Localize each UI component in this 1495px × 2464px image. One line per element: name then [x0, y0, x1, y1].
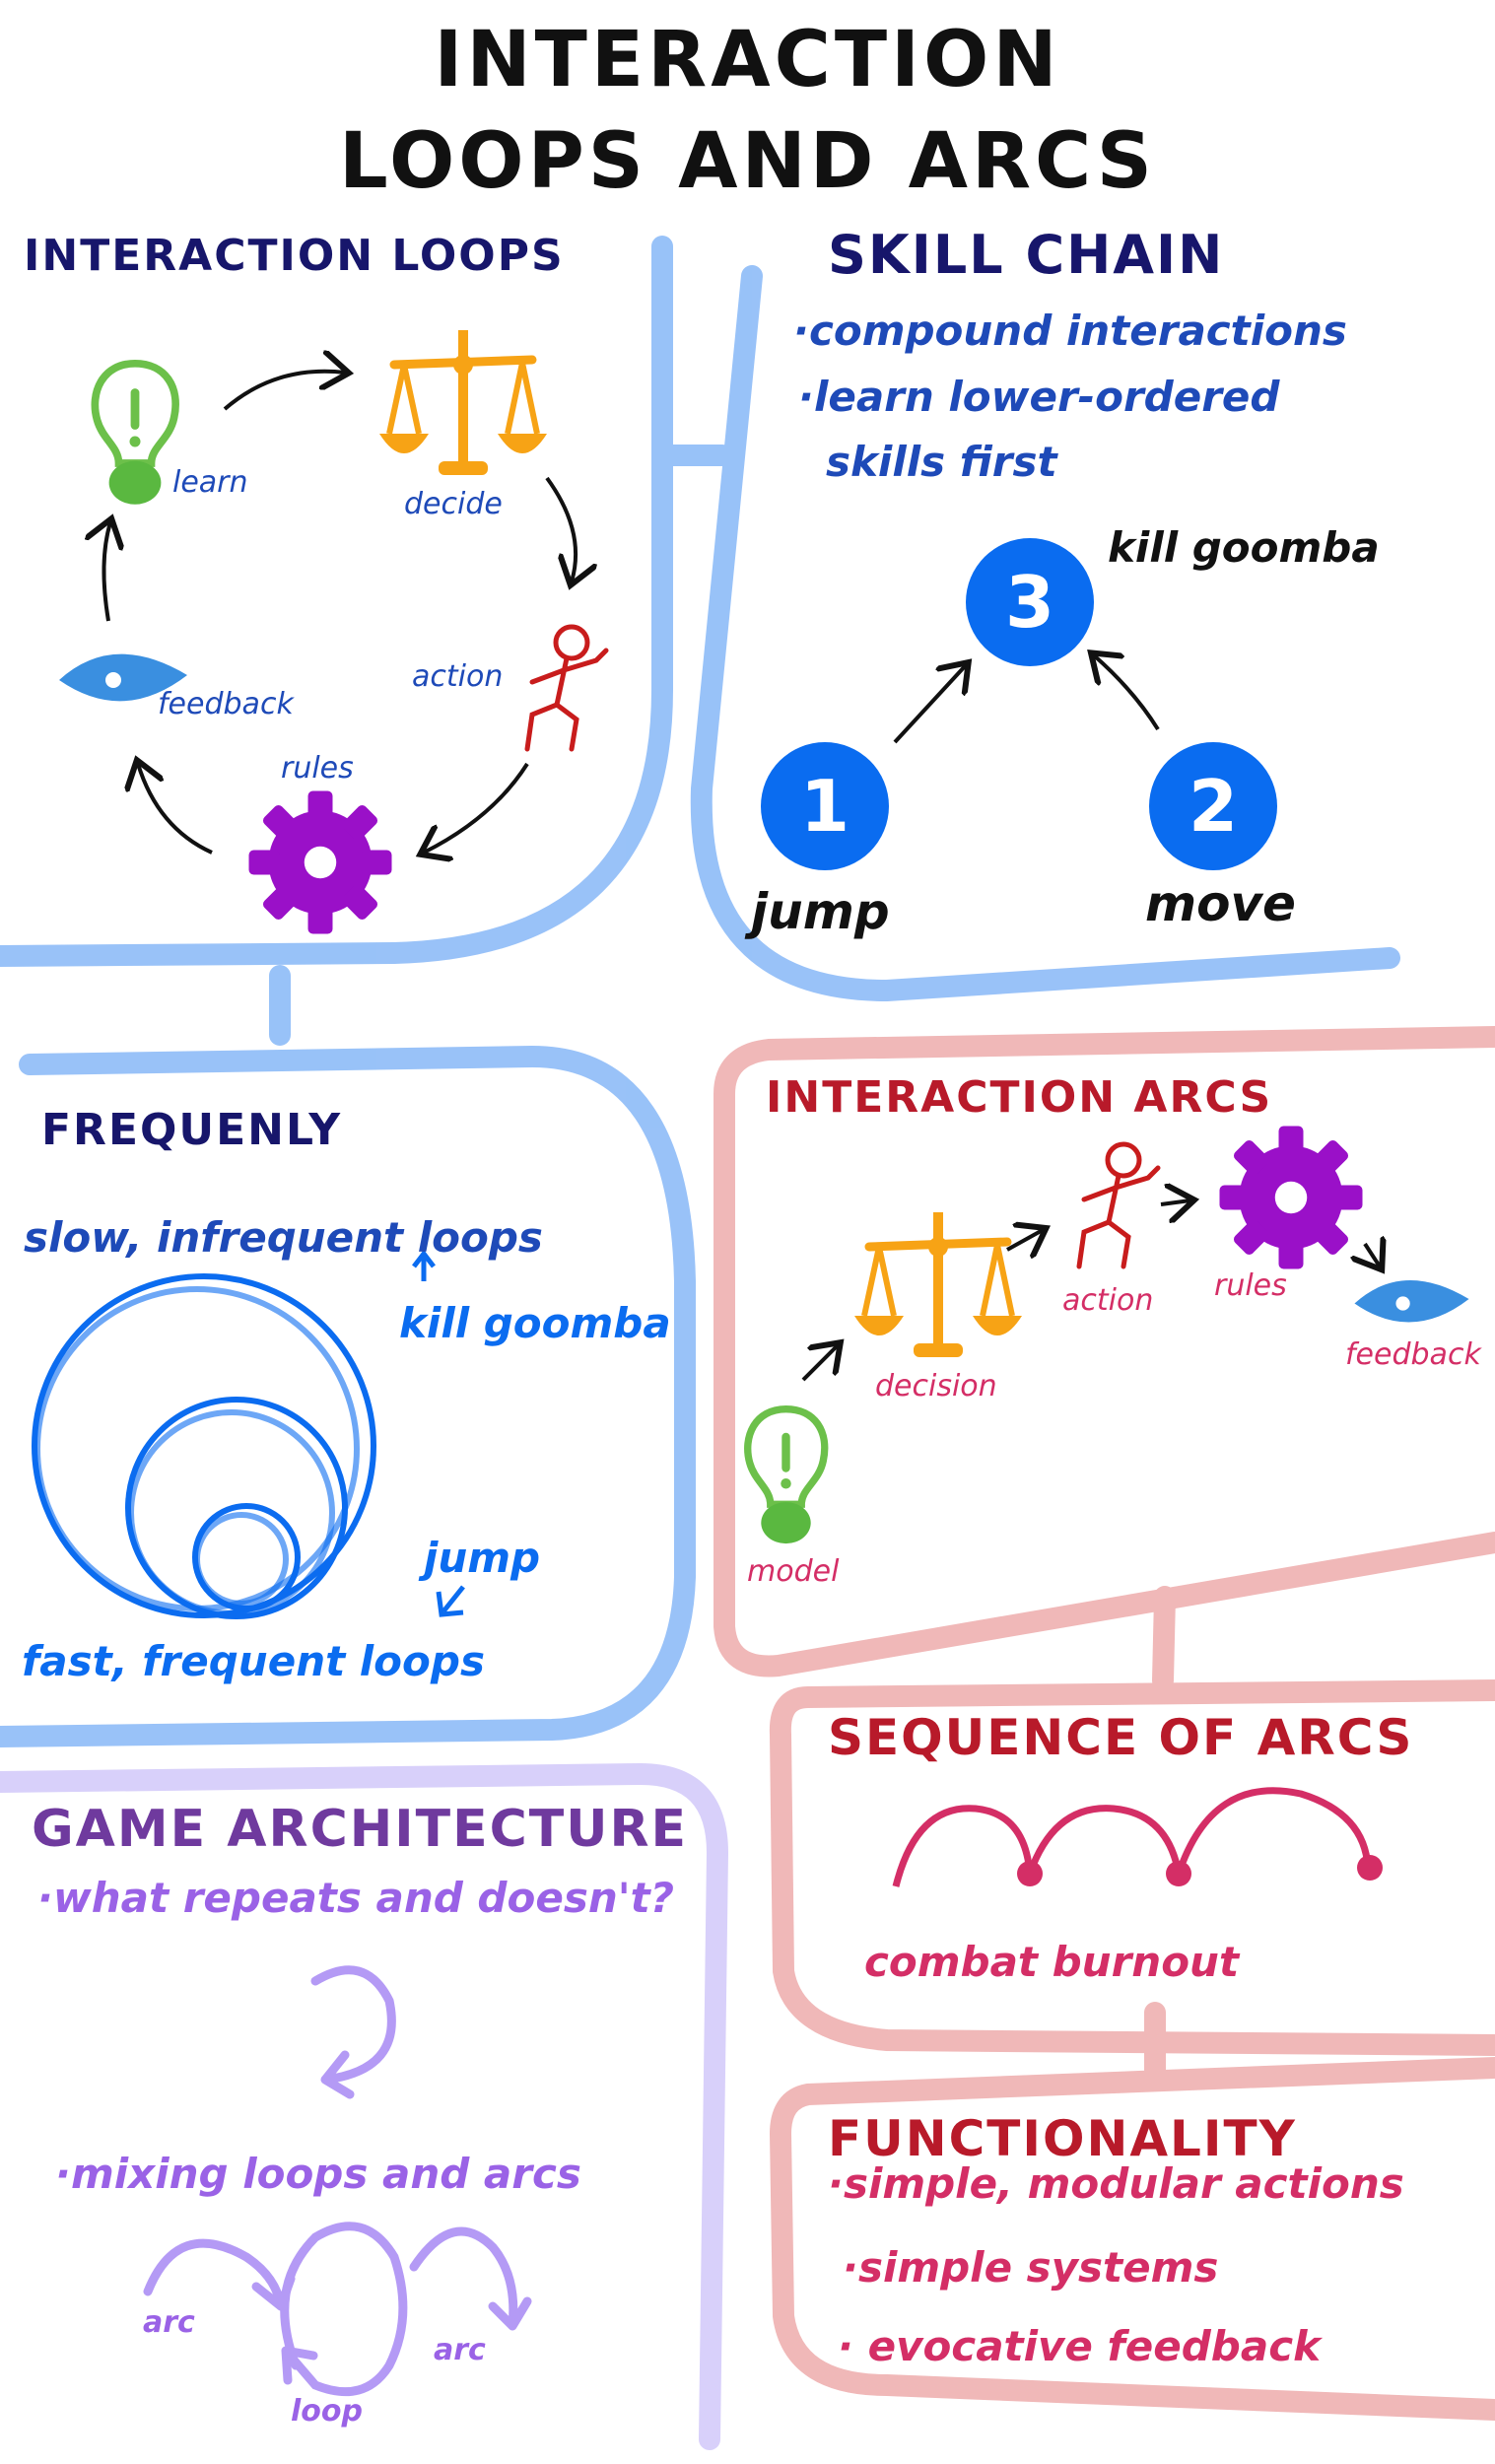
label-rules: rules: [281, 751, 354, 786]
interaction-loops-heading: INTERACTION LOOPS: [24, 231, 565, 281]
skill-label-move: move: [1145, 875, 1296, 932]
arc-label-left: arc: [143, 2305, 195, 2340]
label-feedback: feedback: [1345, 1337, 1481, 1372]
game-architecture-divider: [0, 1762, 729, 2450]
skill-chain-bullet: ·compound interactions: [793, 307, 1347, 355]
skill-chain-bullet: skills first: [826, 438, 1057, 486]
page-title-line2: LOOPS AND ARCS: [339, 117, 1156, 206]
divider-skill-chain: [690, 265, 1400, 1002]
sequence-box: [769, 1679, 1495, 2056]
functionality-bullet: ·simple, modular actions: [828, 2159, 1404, 2208]
slow-loops-label: slow, infrequent loops: [24, 1213, 543, 1262]
label-action: action: [1062, 1283, 1154, 1318]
game-architecture-bullet: ·what repeats and doesn't?: [37, 1874, 675, 1922]
functionality-bullet: ·simple systems: [843, 2243, 1219, 2292]
fast-loops-label: fast, frequent loops: [22, 1637, 485, 1685]
label-decision: decision: [875, 1369, 997, 1403]
skill-node-3: 3: [966, 538, 1094, 666]
jump-label: jump: [424, 1534, 541, 1582]
game-architecture-bullet: ·mixing loops and arcs: [55, 2150, 581, 2198]
divider-loops: [0, 236, 673, 967]
combat-burnout-label: combat burnout: [864, 1938, 1240, 1986]
label-rules: rules: [1214, 1268, 1287, 1303]
kill-goomba-label: kill goomba: [399, 1299, 671, 1347]
game-architecture-heading: GAME ARCHITECTURE: [32, 1800, 689, 1859]
stick-figure-icon: [1064, 1138, 1163, 1276]
loop-label: loop: [291, 2394, 363, 2429]
frequency-box: [0, 1045, 696, 1747]
label-model: model: [747, 1554, 840, 1589]
page-title-line1: INTERACTION: [434, 16, 1061, 104]
lightbulb-icon: [734, 1400, 838, 1557]
skill-chain-heading: SKILL CHAIN: [828, 224, 1225, 286]
sequence-heading: SEQUENCE OF ARCS: [828, 1709, 1414, 1766]
gear-icon: [1212, 1124, 1370, 1271]
stick-figure-icon: [512, 621, 611, 759]
label-feedback: feedback: [158, 687, 294, 721]
label-learn: learn: [172, 465, 248, 500]
label-decide: decide: [404, 487, 503, 521]
nested-loops: [32, 1249, 465, 1619]
frequency-heading: FREQUENLY: [41, 1105, 343, 1155]
skill-label-kill-goomba: kill goomba: [1108, 523, 1380, 572]
functionality-heading: FUNCTIONALITY: [828, 2110, 1297, 2167]
skill-label-jump: jump: [751, 883, 890, 940]
functionality-bullet: · evocative feedback: [838, 2322, 1322, 2370]
label-action: action: [412, 659, 504, 694]
interaction-arcs-heading: INTERACTION ARCS: [766, 1072, 1273, 1123]
arc-label-right: arc: [434, 2333, 486, 2367]
interaction-arcs-box: [714, 1026, 1495, 1677]
skill-chain-bullet: ·learn lower-ordered: [798, 373, 1280, 421]
scales-icon: [374, 325, 552, 483]
scales-icon: [849, 1207, 1027, 1365]
skill-node-1: 1: [761, 742, 889, 870]
skill-node-2: 2: [1149, 742, 1277, 870]
eye-icon: [1350, 1271, 1473, 1335]
gear-icon: [241, 788, 399, 936]
functionality-box: [769, 2057, 1495, 2421]
